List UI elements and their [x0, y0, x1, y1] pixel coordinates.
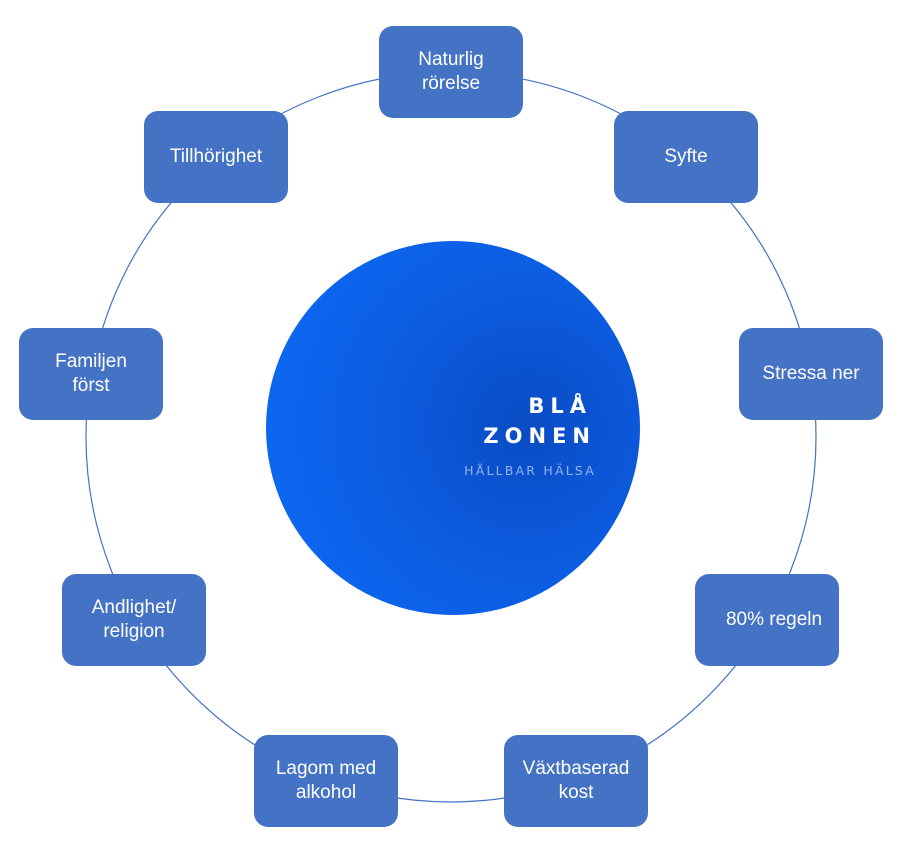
- logo-title-line2: ZONEN: [483, 424, 596, 448]
- node-andlighet-religion[interactable]: Andlighet/ religion: [62, 574, 206, 666]
- node-lagom-med-alkohol[interactable]: Lagom med alkohol: [254, 735, 398, 827]
- node-naturlig-rorelse[interactable]: Naturlig rörelse: [379, 26, 523, 118]
- logo-title-line1: BLÅ: [528, 394, 592, 418]
- node-familjen-forst[interactable]: Familjen först: [19, 328, 163, 420]
- node-vaxtbaserad-kost[interactable]: Växtbaserad kost: [504, 735, 648, 827]
- node-syfte[interactable]: Syfte: [614, 111, 758, 203]
- node-80-regeln[interactable]: 80% regeln: [695, 574, 839, 666]
- logo-subtitle: HÅLLBAR HÄLSA: [464, 463, 596, 478]
- bla-zonen-logo: BLÅ ZONEN HÅLLBAR HÄLSA: [266, 241, 640, 615]
- node-tillhorighet[interactable]: Tillhörighet: [144, 111, 288, 203]
- node-stressa-ner[interactable]: Stressa ner: [739, 328, 883, 420]
